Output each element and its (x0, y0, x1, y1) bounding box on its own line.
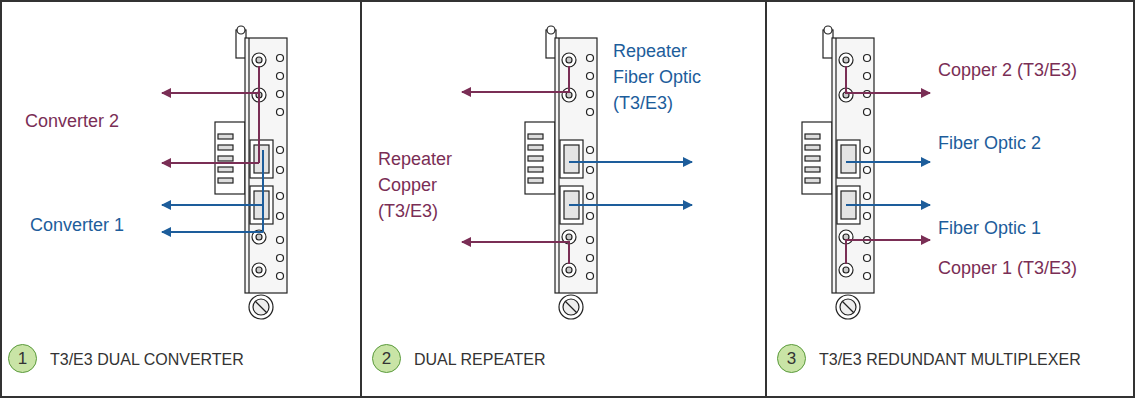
panel-caption: T3/E3 DUAL CONVERTER (50, 350, 244, 370)
callout-circle: 3 (777, 344, 806, 373)
signal-arrow (162, 231, 263, 233)
signal-arrow (462, 242, 569, 264)
panel-caption: T3/E3 REDUNDANT MULTIPLEXER (819, 350, 1081, 370)
diagram-panel: T3/E3 DUAL CONVERTER 1 (0, 0, 362, 398)
port-label: Copper 1 (T3/E3) (938, 255, 1077, 281)
signal-arrow (462, 66, 569, 92)
diagram-panel: T3/E3 REDUNDANT MULTIPLEXER 3 (765, 0, 1135, 398)
port-label: Repeater Copper (T3/E3) (378, 146, 478, 224)
signal-arrow (162, 204, 263, 206)
port-label: Fiber Optic 1 (938, 215, 1041, 241)
signal-arrow (569, 161, 692, 163)
callout-circle: 1 (8, 344, 37, 373)
callout-number: 3 (787, 350, 796, 367)
signal-arrow (569, 204, 692, 206)
signal-arrow (846, 240, 930, 264)
port-label: Fiber Optic 2 (938, 130, 1041, 156)
callout-number: 1 (18, 350, 27, 367)
signal-wire (258, 66, 260, 163)
line-card (215, 26, 287, 319)
diagram-panel: DUAL REPEATER 2 (360, 0, 767, 398)
signal-wire (262, 150, 264, 232)
signal-arrow (846, 161, 930, 163)
port-label: Converter 1 (30, 212, 124, 238)
port-label: Copper 2 (T3/E3) (938, 57, 1077, 83)
callout-number: 2 (382, 350, 391, 367)
port-label: Repeater Fiber Optic (T3/E3) (613, 38, 717, 116)
callout-circle: 2 (372, 344, 401, 373)
line-card (802, 26, 874, 319)
signal-arrow (846, 204, 930, 206)
signal-arrow (162, 162, 259, 164)
signal-arrow (162, 92, 259, 94)
port-label: Converter 2 (25, 108, 119, 134)
panel-caption: DUAL REPEATER (414, 350, 546, 370)
line-card (525, 26, 597, 319)
signal-arrow (846, 66, 930, 93)
